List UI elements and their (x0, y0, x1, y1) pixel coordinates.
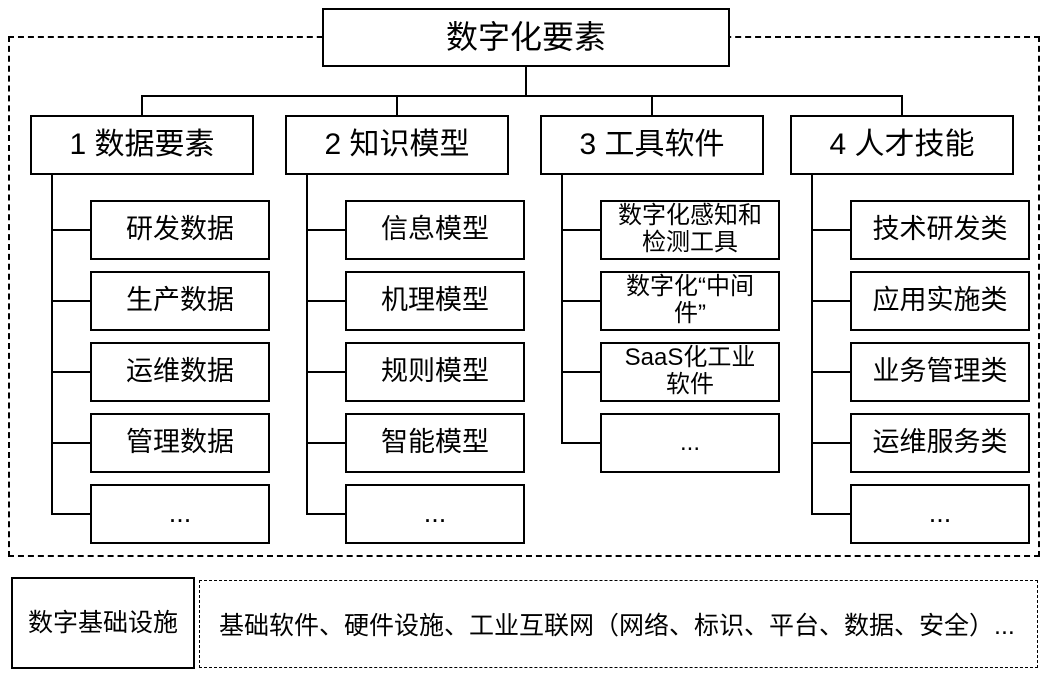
connector-line (396, 95, 398, 116)
child-node-sensing-tools: 数字化感知和 检测工具 (600, 200, 780, 260)
connector-line (306, 513, 347, 515)
connector-line (306, 442, 347, 444)
node-digital-infrastructure: 数字基础设施 (11, 577, 195, 669)
child-node-skills-ellipsis: ... (850, 484, 1030, 544)
child-node-model-ellipsis: ... (345, 484, 525, 544)
child-node-info-model: 信息模型 (345, 200, 525, 260)
child-node-business-mgmt: 业务管理类 (850, 342, 1030, 402)
child-node-rd-data: 研发数据 (90, 200, 270, 260)
node-talent-skills: 4 人才技能 (790, 115, 1014, 175)
child-node-implementation: 应用实施类 (850, 271, 1030, 331)
connector-line (561, 300, 602, 302)
child-node-tools-ellipsis: ... (600, 413, 780, 473)
child-node-tech-rd: 技术研发类 (850, 200, 1030, 260)
connector-line (306, 300, 347, 302)
connector-line (141, 95, 143, 116)
connector-line (901, 95, 903, 116)
child-node-data-ellipsis: ... (90, 484, 270, 544)
connector-line (651, 95, 653, 116)
connector-line (51, 442, 92, 444)
child-node-mechanism-model: 机理模型 (345, 271, 525, 331)
connector-line (561, 442, 602, 444)
connector-line (811, 371, 852, 373)
connector-line (811, 229, 852, 231)
connector-line (306, 229, 347, 231)
child-node-middleware: 数字化“中间 件” (600, 271, 780, 331)
node-tool-software: 3 工具软件 (540, 115, 764, 175)
infrastructure-description-box: 基础软件、硬件设施、工业互联网（网络、标识、平台、数据、安全）... (199, 580, 1038, 668)
connector-line (306, 173, 308, 515)
connector-line (811, 513, 852, 515)
child-node-om-data: 运维数据 (90, 342, 270, 402)
connector-line (811, 442, 852, 444)
child-node-management-data: 管理数据 (90, 413, 270, 473)
connector-line (51, 371, 92, 373)
connector-line (561, 371, 602, 373)
connector-line (525, 65, 527, 95)
connector-line (306, 371, 347, 373)
node-digital-elements: 数字化要素 (322, 8, 730, 67)
child-node-om-service: 运维服务类 (850, 413, 1030, 473)
connector-line (51, 513, 92, 515)
connector-line (51, 229, 92, 231)
connector-line (141, 95, 903, 97)
child-node-rule-model: 规则模型 (345, 342, 525, 402)
connector-line (51, 173, 53, 515)
connector-line (811, 300, 852, 302)
node-data-elements: 1 数据要素 (30, 115, 254, 175)
child-node-saas-software: SaaS化工业 软件 (600, 342, 780, 402)
node-knowledge-models: 2 知识模型 (285, 115, 509, 175)
connector-line (51, 300, 92, 302)
connector-line (811, 173, 813, 515)
child-node-production-data: 生产数据 (90, 271, 270, 331)
infrastructure-description: 基础软件、硬件设施、工业互联网（网络、标识、平台、数据、安全）... (219, 612, 1015, 640)
connector-line (561, 229, 602, 231)
child-node-intelligent-model: 智能模型 (345, 413, 525, 473)
connector-line (561, 173, 563, 444)
